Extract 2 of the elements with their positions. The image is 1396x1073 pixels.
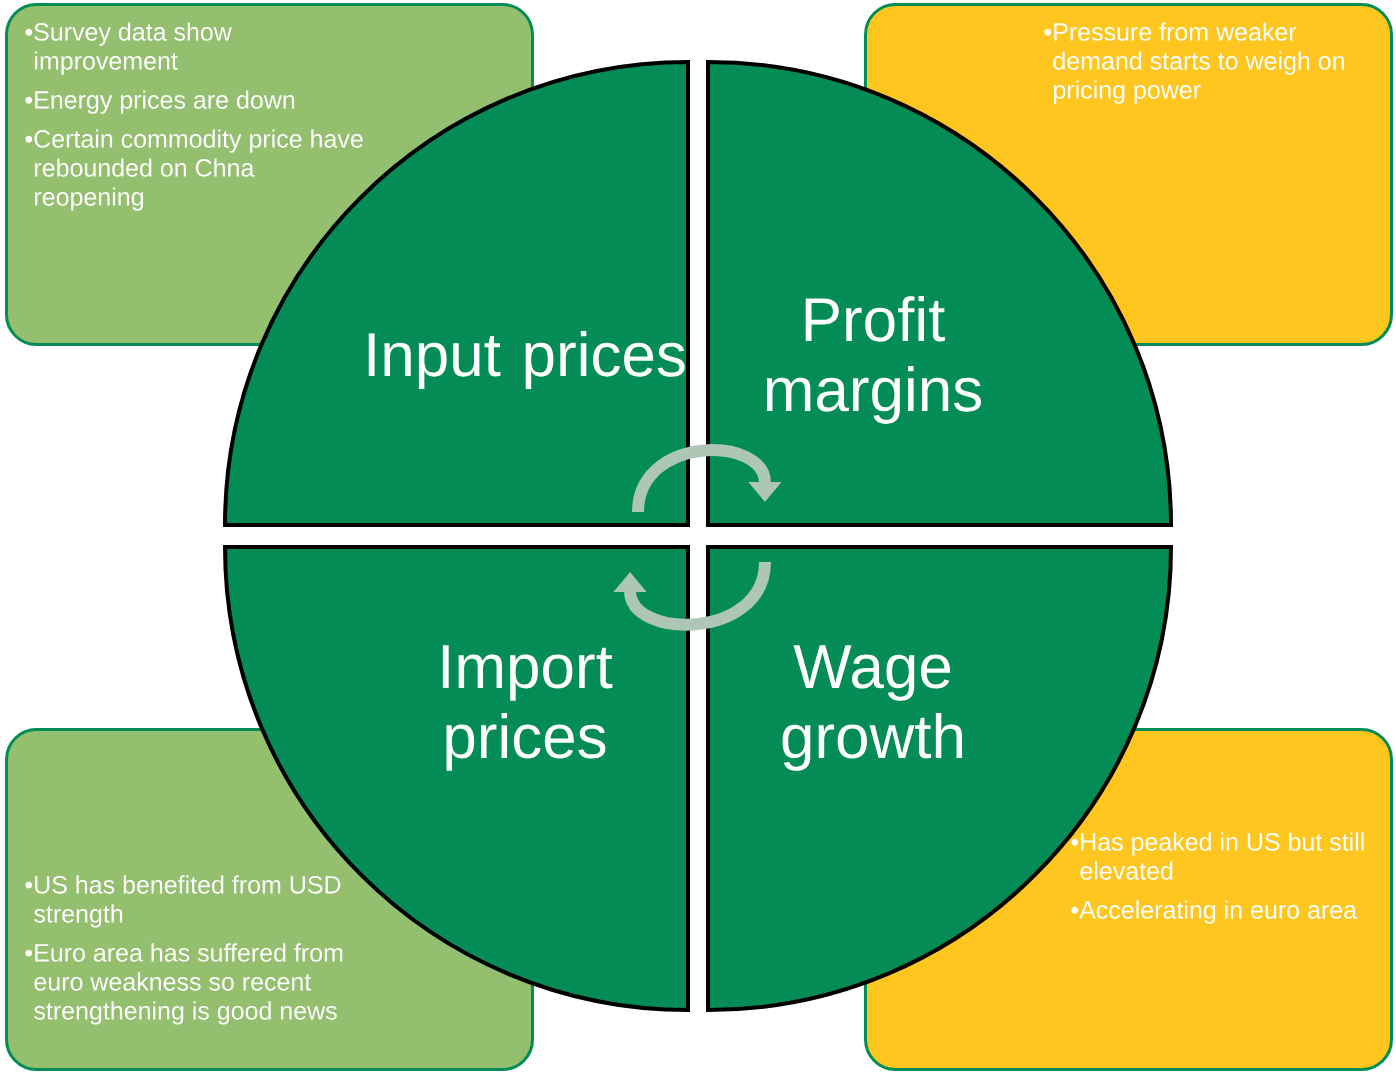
cycle-arrow [632, 444, 782, 513]
cycle-arrow [613, 561, 771, 631]
